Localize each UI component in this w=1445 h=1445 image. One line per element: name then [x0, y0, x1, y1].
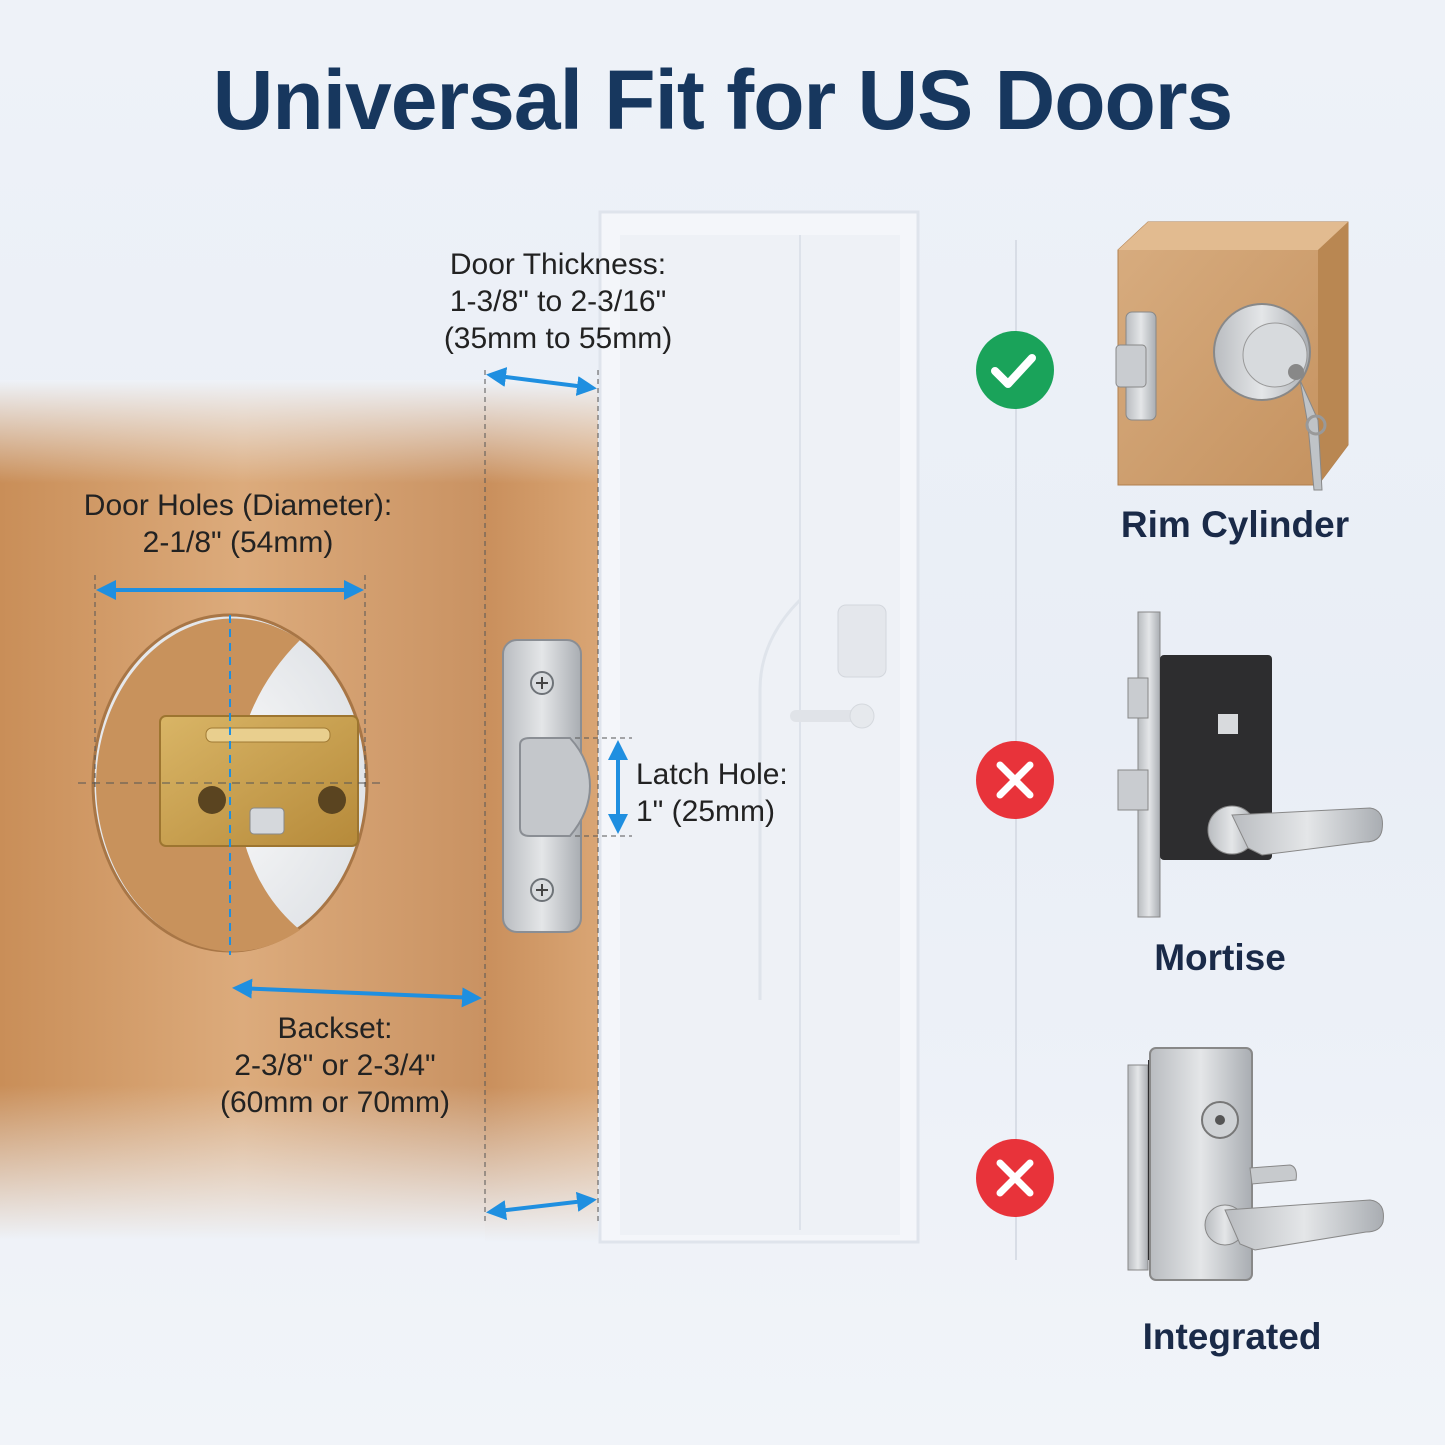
backset-imperial: 2-3/8" or 2-3/4" [234, 1049, 436, 1082]
rim-cylinder-illustration [1115, 221, 1349, 491]
backset-title: Backset: [277, 1012, 393, 1045]
door-thickness-title: Door Thickness: [449, 248, 667, 281]
door-holes-label: Door Holes (Diameter): 2-1/8" (54mm) [58, 487, 418, 561]
backset-metric: (60mm or 70mm) [219, 1086, 451, 1119]
door-holes-title: Door Holes (Diameter): [83, 489, 393, 522]
door-hole [78, 613, 382, 955]
latch-plate [502, 639, 632, 933]
door-thickness-label: Door Thickness: 1-3/8" to 2-3/16" (35mm … [398, 246, 718, 357]
mortise-illustration [1117, 611, 1383, 918]
cross-icon [976, 1139, 1054, 1217]
lock-type-mortise: Mortise [1154, 937, 1286, 978]
lock-type-integrated: Integrated [1142, 1316, 1322, 1357]
door-face [0, 380, 485, 1240]
dimension-arrows [94, 367, 628, 1225]
cross-icon [976, 741, 1054, 819]
check-icon [976, 331, 1054, 409]
door-thickness-imperial: 1-3/8" to 2-3/16" [449, 285, 667, 318]
integrated-illustration [1127, 1047, 1384, 1281]
door-thickness-arrow [486, 367, 597, 396]
latch-hole-label: Latch Hole: 1" (25mm) [636, 756, 836, 830]
lock-type-rim-cylinder: Rim Cylinder [1120, 504, 1350, 545]
latch-hole-title: Latch Hole: [636, 758, 788, 791]
background-door [598, 210, 920, 1244]
door-thickness-arrow-bottom [486, 1191, 597, 1221]
backset-label: Backset: 2-3/8" or 2-3/4" (60mm or 70mm) [180, 1010, 490, 1121]
page-title: Universal Fit for US Doors [212, 53, 1234, 147]
latch-hole-value: 1" (25mm) [636, 795, 775, 828]
door-thickness-metric: (35mm to 55mm) [443, 322, 673, 355]
door-holes-value: 2-1/8" (54mm) [142, 526, 334, 559]
backset-arrow [232, 978, 482, 1008]
